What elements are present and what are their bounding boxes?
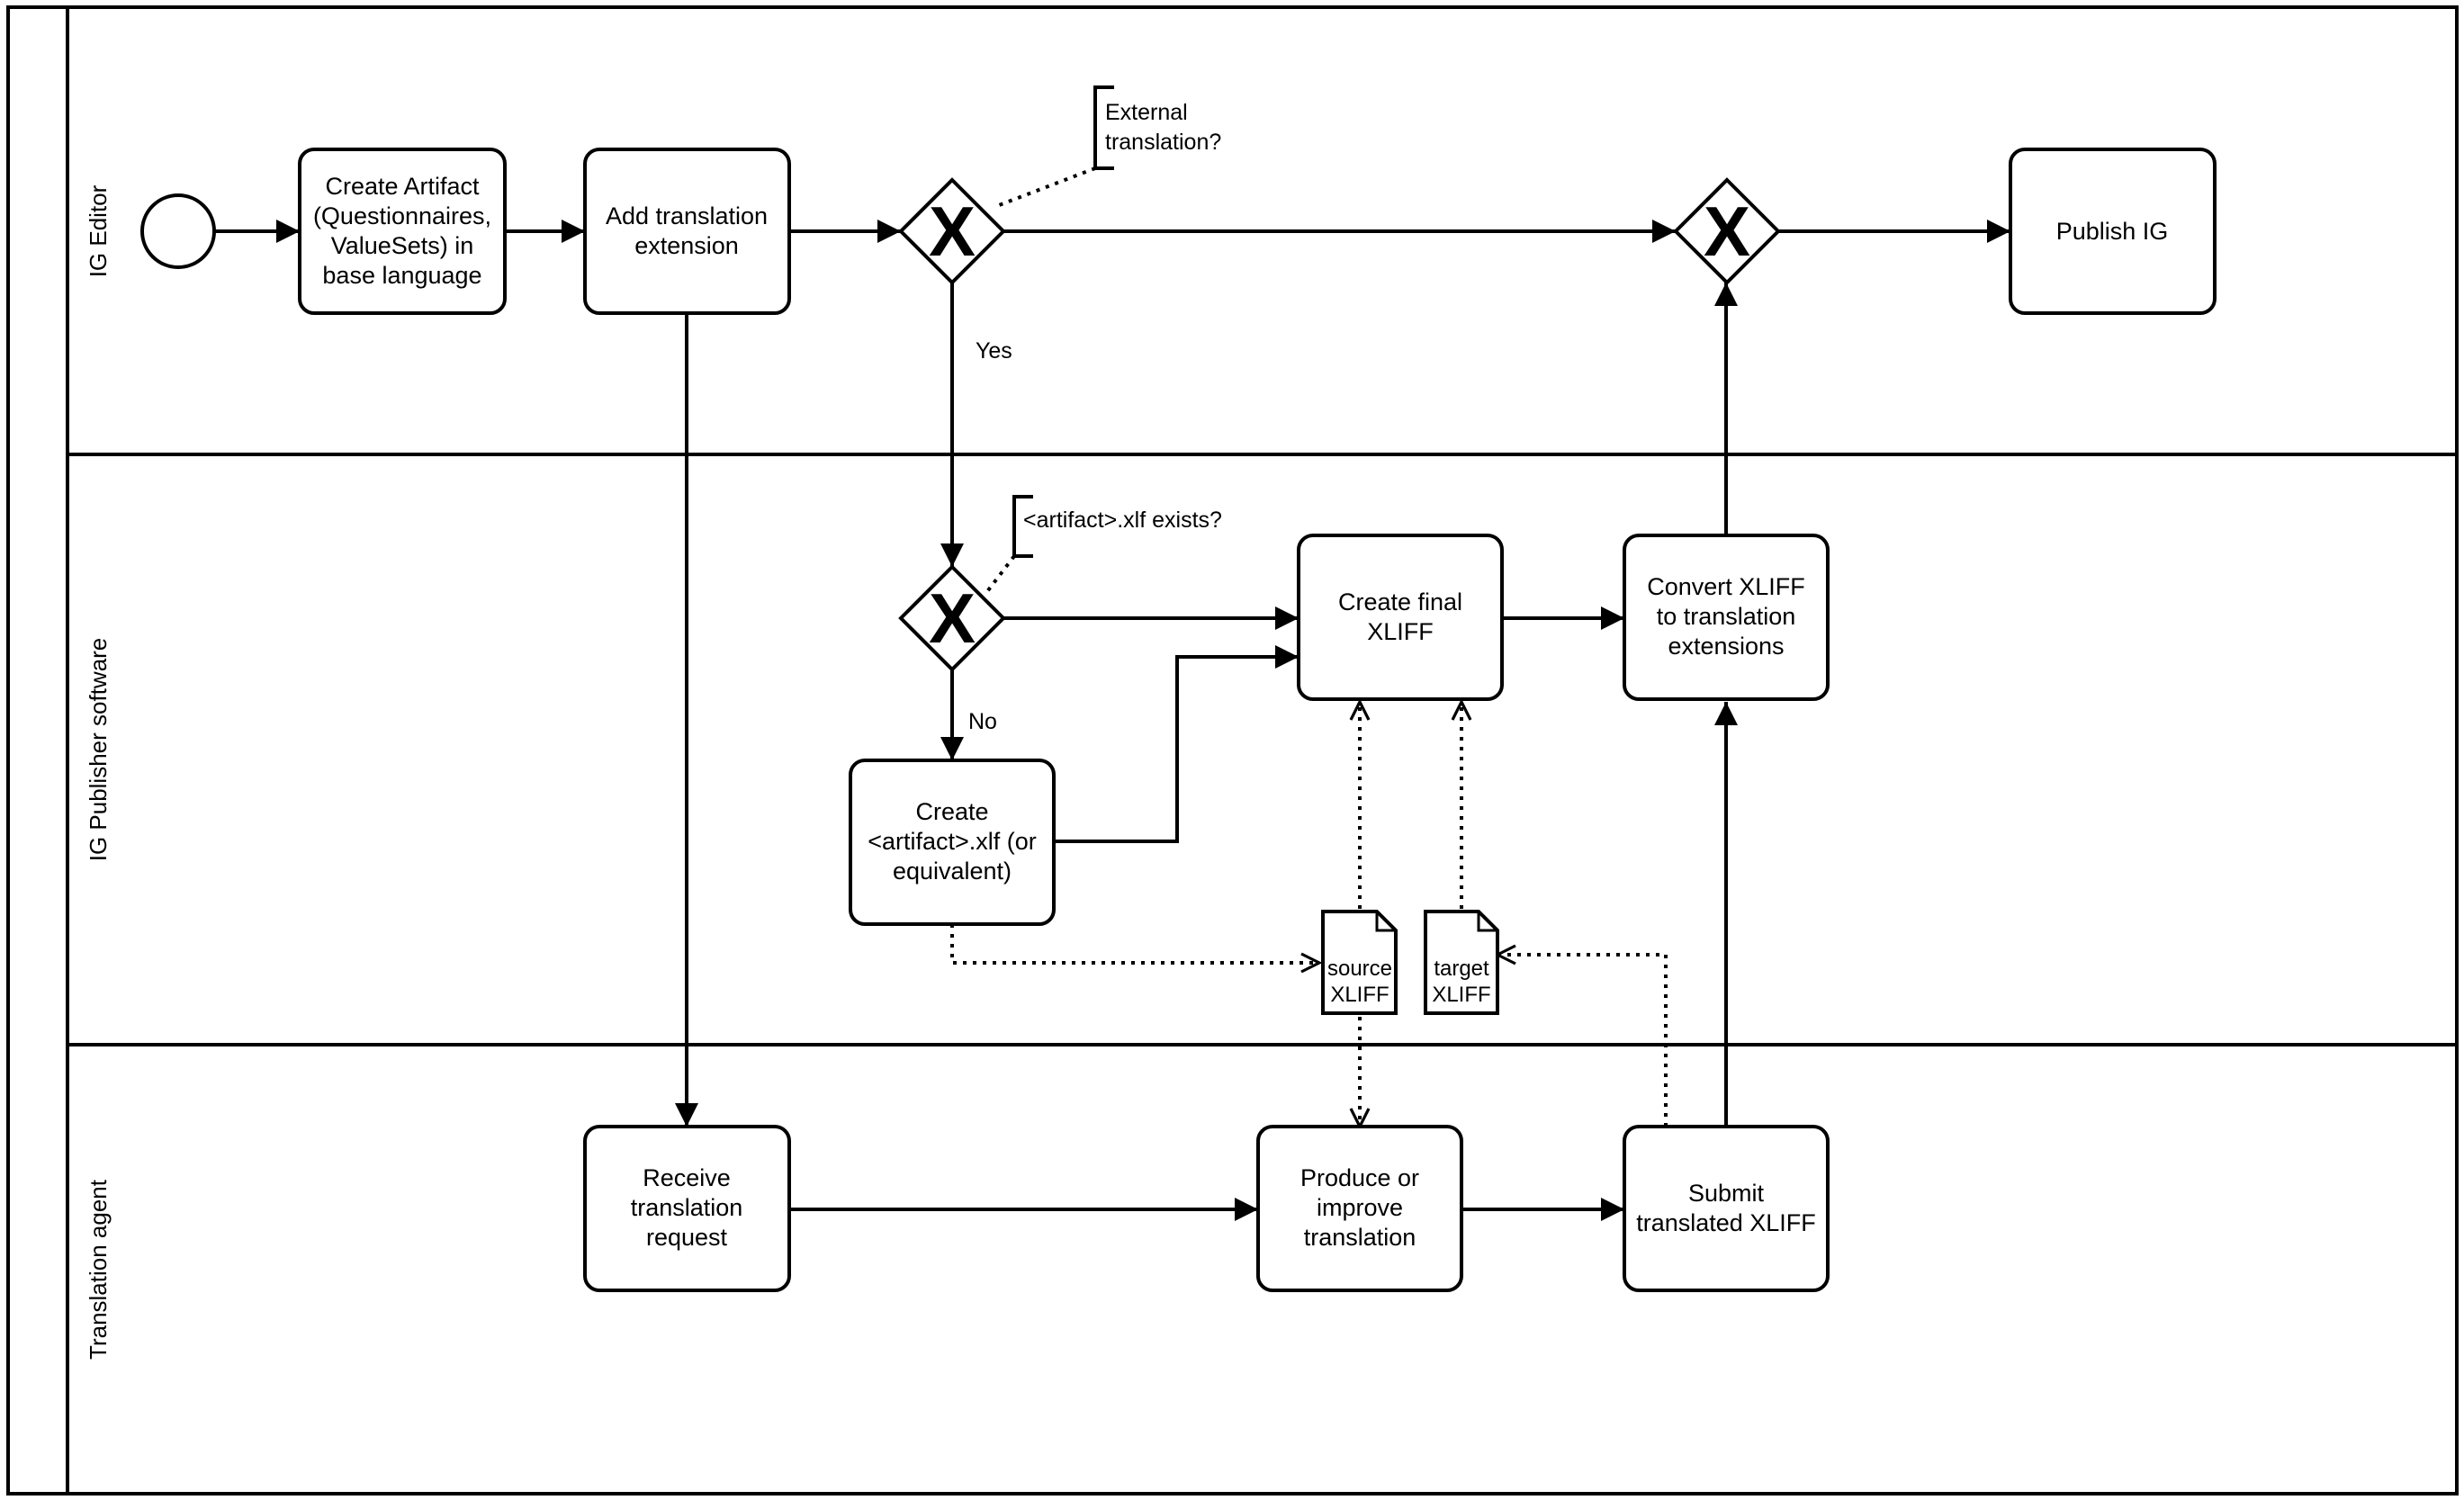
task-receive-line3: request: [646, 1224, 728, 1251]
task-submit-xliff: Submit translated XLIFF: [1623, 1125, 1830, 1292]
annotation-external-line1: External: [1105, 100, 1188, 125]
annotation-external-translation: External translation?: [994, 85, 1221, 209]
source-xliff-line1: source: [1327, 957, 1392, 981]
assoc-createxlf-to-source: [950, 924, 1319, 963]
task-create-artifact-line4: base language: [322, 262, 481, 289]
task-publish-ig-line1: Publish IG: [2056, 218, 2169, 245]
task-create-final-xliff: Create final XLIFF: [1297, 534, 1504, 701]
task-create-xlf: Create <artifact>.xlf (or equivalent): [849, 759, 1056, 926]
target-xliff-line2: XLIFF: [1432, 983, 1490, 1007]
task-convert-line2: to translation: [1657, 603, 1796, 630]
data-object-target-xliff: target XLIFF: [1424, 910, 1499, 1015]
target-xliff-line1: target: [1434, 957, 1489, 981]
annotation-xlf-exists-text: <artifact>.xlf exists?: [1023, 507, 1222, 533]
task-convert-line3: extensions: [1668, 633, 1784, 660]
lane-label-ig-editor: IG Editor: [85, 184, 112, 277]
task-submit-line2: translated XLIFF: [1636, 1209, 1816, 1236]
task-receive-line1: Receive: [643, 1164, 731, 1191]
task-create-artifact: Create Artifact (Questionnaires, ValueSe…: [298, 148, 507, 315]
lane-label-ig-publisher: IG Publisher software: [85, 638, 112, 862]
task-submit-line1: Submit: [1688, 1180, 1765, 1207]
annotation-external-line2: translation?: [1105, 130, 1221, 155]
task-create-artifact-line2: (Questionnaires,: [313, 202, 491, 229]
data-object-source-xliff: source XLIFF: [1321, 910, 1398, 1015]
gateway-x-mark: X: [1704, 192, 1750, 271]
task-receive-line2: translation: [631, 1194, 743, 1221]
task-create-xlf-line3: equivalent): [893, 858, 1012, 885]
task-create-artifact-line1: Create Artifact: [325, 173, 480, 200]
assoc-submit-to-target: [1497, 955, 1668, 1127]
task-produce-line3: translation: [1304, 1224, 1416, 1251]
task-create-artifact-line3: ValueSets) in: [331, 232, 474, 259]
start-event: [140, 193, 216, 269]
task-create-xlf-line1: Create: [915, 798, 988, 825]
task-produce-line1: Produce or: [1300, 1164, 1419, 1191]
label-no: No: [968, 709, 997, 734]
task-add-translation-line2: extension: [634, 232, 739, 259]
task-add-translation-line1: Add translation: [606, 202, 768, 229]
task-receive-request: Receive translation request: [583, 1125, 791, 1292]
gateway-x-mark: X: [929, 579, 976, 658]
task-produce-line2: improve: [1317, 1194, 1403, 1221]
task-convert-line1: Convert XLIFF: [1647, 573, 1805, 600]
task-create-xlf-line2: <artifact>.xlf (or: [868, 828, 1037, 855]
task-produce-translation: Produce or improve translation: [1256, 1125, 1463, 1292]
pool: [6, 5, 2459, 1496]
annotation-xlf-exists: <artifact>.xlf exists?: [984, 495, 1222, 596]
label-yes: Yes: [976, 338, 1012, 364]
task-publish-ig: Publish IG: [2009, 148, 2217, 315]
data-associations: [950, 702, 1668, 1127]
task-create-final-line1: Create final: [1338, 588, 1462, 615]
task-create-final-line2: XLIFF: [1367, 618, 1434, 645]
flow-createxlf-to-final: [1054, 645, 1299, 843]
sequence-flows: [215, 220, 2010, 1221]
task-convert-xliff: Convert XLIFF to translation extensions: [1623, 534, 1830, 701]
gateway-xlf-exists: X: [898, 564, 1006, 672]
lane-label-translation-agent: Translation agent: [85, 1179, 112, 1360]
source-xliff-line2: XLIFF: [1330, 983, 1389, 1007]
gateway-merge: X: [1673, 177, 1781, 285]
gateway-external-translation: X: [898, 177, 1006, 285]
task-add-translation-extension: Add translation extension: [583, 148, 791, 315]
gateway-x-mark: X: [929, 192, 976, 271]
